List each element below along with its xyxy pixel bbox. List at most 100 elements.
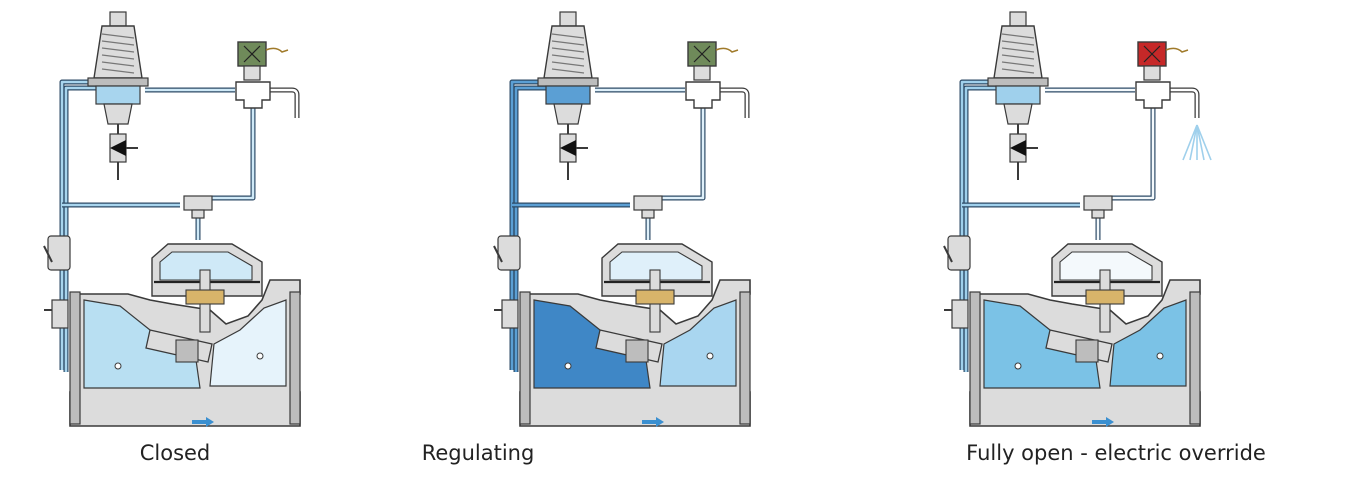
flow-arrow-shaft — [642, 420, 656, 424]
bonnet-chamber — [1059, 251, 1153, 281]
bonnet-chamber — [159, 251, 253, 281]
drain-pipe — [270, 87, 300, 118]
plug-boss — [175, 339, 199, 363]
pilot-chamber — [95, 85, 141, 105]
pilot-flange — [537, 77, 599, 87]
pilot-spring-housing — [543, 25, 593, 79]
pilot-spring-coil — [1001, 54, 1035, 60]
pilot-line-left — [510, 80, 548, 370]
tee-fitting-neck — [191, 209, 205, 219]
pilot-spring-coil — [1001, 68, 1035, 74]
isolation-valve — [51, 299, 69, 329]
inlet-port — [114, 362, 122, 370]
solenoid-stem — [693, 65, 711, 81]
outlet-flange — [739, 291, 751, 425]
flow-arrow-shaft — [1092, 420, 1106, 424]
pilot-line-left — [60, 80, 98, 370]
needle-valve-triangle — [1010, 140, 1026, 156]
inlet-port — [564, 362, 572, 370]
pilot-line-right-outline — [1110, 105, 1156, 201]
tee-fitting-neck — [1091, 209, 1105, 219]
pilot-spring-coil — [551, 40, 585, 46]
water-spray — [1182, 124, 1198, 161]
flow-arrow-head — [656, 417, 664, 427]
outlet-chamber — [1109, 299, 1187, 387]
pilot-spring-housing — [93, 25, 143, 79]
pilot-flange — [987, 77, 1049, 87]
solenoid-mark — [1143, 45, 1161, 63]
stem-guide — [1085, 289, 1125, 305]
pilot-line-left-inner — [964, 86, 998, 372]
outlet-port — [256, 352, 264, 360]
strainer — [47, 235, 71, 271]
pilot-spring-coil — [1001, 40, 1035, 46]
flow-arrow-head — [1106, 417, 1114, 427]
pilot-spring-housing — [993, 25, 1043, 79]
pilot-body — [1003, 103, 1033, 125]
isolation-valve — [951, 299, 969, 329]
pilot-adjust-screw — [109, 11, 127, 27]
outlet-port — [1156, 352, 1164, 360]
diagram-panel-regulating: Regulating — [422, 0, 900, 478]
pilot-line-right — [660, 105, 705, 200]
outlet-port — [706, 352, 714, 360]
solenoid-stem — [1143, 65, 1161, 81]
pilot-spring-coil — [101, 40, 135, 46]
strainer — [947, 235, 971, 271]
strainer-cap — [943, 245, 953, 263]
valve-illustration — [943, 11, 1212, 427]
tee-fitting — [633, 195, 663, 211]
pilot-spring-coil — [101, 68, 135, 74]
outlet-chamber — [659, 299, 737, 387]
pilot-line-right — [210, 105, 255, 200]
strainer-cap — [493, 245, 503, 263]
isolation-valve — [501, 299, 519, 329]
outlet-flange — [289, 291, 301, 425]
valve-illustration — [43, 11, 301, 427]
water-spray — [1196, 124, 1205, 161]
solenoid-wire — [265, 47, 289, 53]
water-spray — [1189, 124, 1198, 161]
pilot-flange — [87, 77, 149, 87]
outlet-flange — [1189, 291, 1201, 425]
pilot-body — [103, 103, 133, 125]
pilot-adjust-screw — [1009, 11, 1027, 27]
diagram-panel-closed: Closed — [0, 0, 450, 478]
pilot-spring-coil — [551, 68, 585, 74]
plug-boss — [625, 339, 649, 363]
flow-arrow-shaft — [192, 420, 206, 424]
solenoid-stem — [243, 65, 261, 81]
solenoid-wire — [715, 47, 739, 53]
water-spray — [1196, 124, 1212, 161]
solenoid-tee — [235, 81, 271, 109]
solenoid-mark — [693, 45, 711, 63]
pilot-line-left — [960, 80, 998, 370]
pilot-spring-coil — [1001, 33, 1035, 39]
pilot-spring-coil — [101, 47, 135, 53]
needle-valve-triangle — [560, 140, 576, 156]
drain-pipe — [1170, 87, 1200, 118]
pilot-chamber — [995, 85, 1041, 105]
solenoid-tee — [685, 81, 721, 109]
caption-closed: Closed — [139, 441, 211, 465]
pilot-chamber — [545, 85, 591, 105]
pilot-spring-coil — [551, 47, 585, 53]
inlet-flange — [69, 291, 81, 425]
drain-pipe-inner — [720, 88, 749, 118]
inlet-flange — [519, 291, 531, 425]
outlet-chamber — [209, 299, 287, 387]
pilot-line-right-outline — [210, 105, 256, 201]
pilot-spring-coil — [551, 33, 585, 39]
valve-illustration — [493, 11, 751, 427]
valve-diagram-open — [943, 11, 1212, 427]
valve-diagram-closed — [43, 11, 301, 427]
pilot-spring-coil — [1001, 61, 1035, 67]
pilot-spring-coil — [551, 54, 585, 60]
tee-fitting — [183, 195, 213, 211]
solenoid-tee — [1135, 81, 1171, 109]
pilot-body — [553, 103, 583, 125]
strainer — [497, 235, 521, 271]
plug-boss — [1075, 339, 1099, 363]
pilot-line-right — [1110, 105, 1155, 200]
drain-pipe — [720, 87, 750, 118]
